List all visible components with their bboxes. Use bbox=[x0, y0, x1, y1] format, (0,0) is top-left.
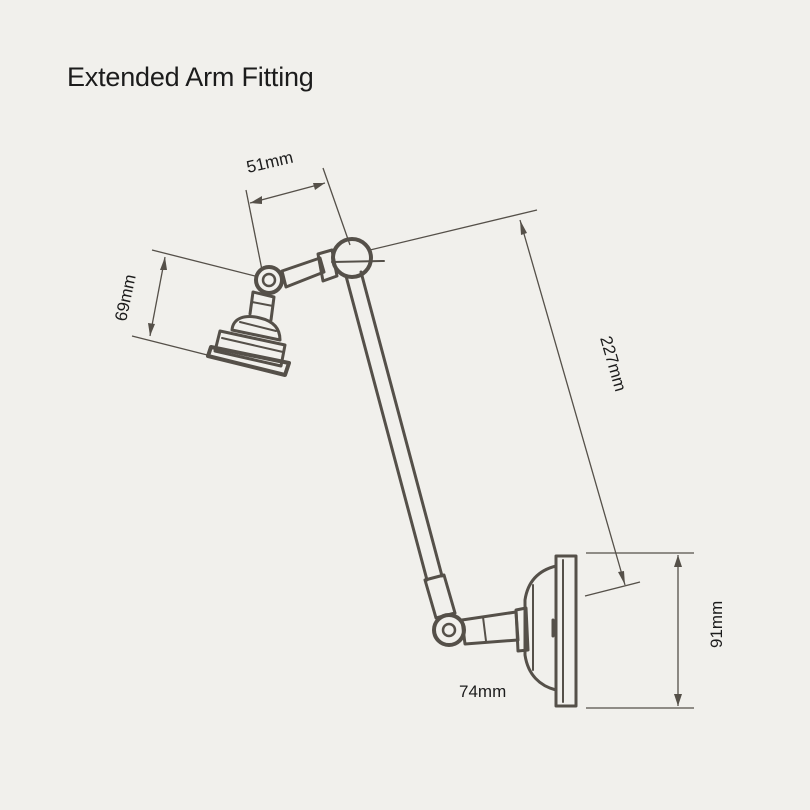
dim-label-shade-width: 51mm bbox=[245, 148, 295, 177]
base-arm bbox=[460, 606, 530, 653]
lamp-shade bbox=[206, 290, 291, 377]
dim-label-arm-length: 227mm bbox=[596, 334, 630, 394]
dim-label-projection: 74mm bbox=[459, 682, 506, 701]
wall-plate bbox=[523, 554, 578, 708]
dim-label-plate-height: 91mm bbox=[707, 601, 726, 648]
dim-label-shade-height: 69mm bbox=[111, 273, 139, 323]
page-title: Extended Arm Fitting bbox=[67, 62, 314, 92]
dimension-lines bbox=[131, 167, 694, 709]
elbow-knuckle bbox=[331, 237, 385, 279]
base-knuckle bbox=[432, 613, 466, 647]
shade-knuckle bbox=[254, 265, 284, 295]
short-arm bbox=[280, 248, 339, 289]
long-arm bbox=[344, 270, 457, 620]
